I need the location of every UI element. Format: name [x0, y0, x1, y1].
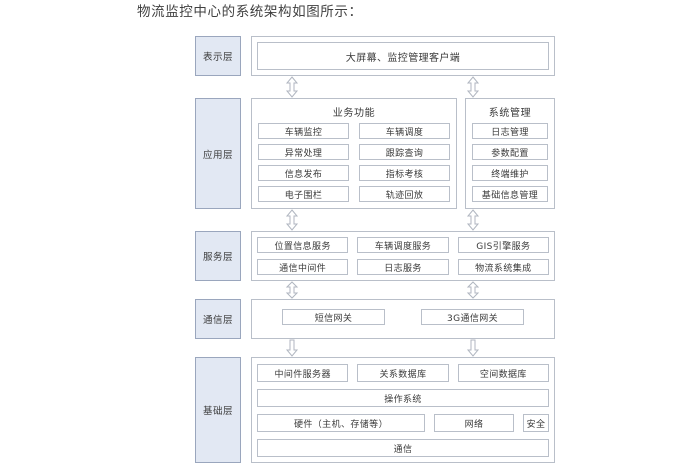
node-communication-middleware[interactable]: 通信中间件: [257, 259, 349, 275]
architecture-diagram: 表示层 大屏幕、监控管理客户端 应用层 业务功能 车辆监控 车辆调度: [195, 36, 555, 463]
node-logistics-system-integration[interactable]: 物流系统集成: [457, 259, 549, 275]
connector-group-application-service: [195, 209, 555, 231]
layer-presentation: 表示层 大屏幕、监控管理客户端: [195, 36, 555, 76]
node-track-playback[interactable]: 轨迹回放: [359, 186, 450, 202]
node-security[interactable]: 安全: [523, 414, 549, 432]
service-grid: 位置信息服务 车辆调度服务 GIS引擎服务 通信中间件 日志服务 物流系统集成: [257, 237, 549, 275]
node-relational-database[interactable]: 关系数据库: [357, 364, 449, 382]
layer-body-presentation: 大屏幕、监控管理客户端: [251, 36, 555, 76]
node-kpi-assessment[interactable]: 指标考核: [359, 165, 450, 181]
connector-group-communication-infrastructure: [195, 339, 555, 357]
node-communication-bottom[interactable]: 通信: [257, 439, 549, 457]
infra-row-communication-bottom: 通信: [257, 439, 549, 457]
node-spatial-database[interactable]: 空间数据库: [457, 364, 549, 382]
double-arrow-icon: [466, 76, 480, 98]
group-title-system-management: 系统管理: [488, 108, 532, 119]
page-title: 物流监控中心的系统架构如图所示：: [137, 4, 363, 20]
node-location-information-service[interactable]: 位置信息服务: [257, 237, 349, 253]
layer-communication: 通信层 短信网关 3G通信网关: [195, 299, 555, 339]
node-log-service[interactable]: 日志服务: [357, 259, 449, 275]
layer-body-infrastructure: 中间件服务器 关系数据库 空间数据库 操作系统 硬件（主机、存储等） 网络 安全…: [251, 357, 555, 463]
double-arrow-icon: [285, 209, 299, 231]
layer-label-communication: 通信层: [195, 299, 241, 339]
down-arrow-icon: [285, 339, 299, 357]
node-tracking-query[interactable]: 跟踪查询: [359, 144, 450, 160]
communication-grid: 短信网关 3G通信网关: [257, 309, 549, 325]
layer-label-presentation: 表示层: [195, 36, 241, 76]
layer-service: 服务层 位置信息服务 车辆调度服务 GIS引擎服务 通信中间件 日志服务 物流系…: [195, 231, 555, 281]
node-vehicle-dispatch[interactable]: 车辆调度: [359, 123, 450, 139]
group-title-business-functions: 业务功能: [332, 108, 376, 119]
layer-label-service: 服务层: [195, 231, 241, 281]
double-arrow-icon: [466, 281, 480, 299]
node-network[interactable]: 网络: [434, 414, 514, 432]
node-vehicle-monitoring[interactable]: 车辆监控: [258, 123, 349, 139]
layer-application: 应用层 业务功能 车辆监控 车辆调度 异常处理 跟踪查询 信息发布 指标考核 电…: [195, 98, 555, 209]
connector-group-presentation-application: [195, 76, 555, 98]
node-electronic-fence[interactable]: 电子围栏: [258, 186, 349, 202]
node-log-management[interactable]: 日志管理: [472, 123, 548, 139]
node-big-screen-client[interactable]: 大屏幕、监控管理客户端: [257, 42, 549, 70]
group-system-management: 系统管理 日志管理 参数配置 终端维护 基础信息管理: [465, 98, 555, 209]
node-operating-system[interactable]: 操作系统: [257, 389, 549, 407]
layer-label-infrastructure: 基础层: [195, 357, 241, 463]
layer-body-communication: 短信网关 3G通信网关: [251, 299, 555, 339]
node-exception-handling[interactable]: 异常处理: [258, 144, 349, 160]
node-gis-engine-service[interactable]: GIS引擎服务: [457, 237, 549, 253]
double-arrow-icon: [285, 76, 299, 98]
layer-body-service: 位置信息服务 车辆调度服务 GIS引擎服务 通信中间件 日志服务 物流系统集成: [251, 231, 555, 281]
node-vehicle-dispatch-service[interactable]: 车辆调度服务: [357, 237, 449, 253]
node-sms-gateway[interactable]: 短信网关: [282, 309, 385, 325]
double-arrow-icon: [466, 209, 480, 231]
node-terminal-maintenance[interactable]: 终端维护: [472, 165, 548, 181]
node-3g-communication-gateway[interactable]: 3G通信网关: [421, 309, 524, 325]
connector-group-service-communication: [195, 281, 555, 299]
double-arrow-icon: [285, 281, 299, 299]
layer-infrastructure: 基础层 中间件服务器 关系数据库 空间数据库 操作系统 硬件（主机、存储等） 网…: [195, 357, 555, 463]
group-business-functions: 业务功能 车辆监控 车辆调度 异常处理 跟踪查询 信息发布 指标考核 电子围栏 …: [251, 98, 457, 209]
down-arrow-icon: [466, 339, 480, 357]
node-basic-information-management[interactable]: 基础信息管理: [472, 186, 548, 202]
node-parameter-configuration[interactable]: 参数配置: [472, 144, 548, 160]
layer-body-application: 业务功能 车辆监控 车辆调度 异常处理 跟踪查询 信息发布 指标考核 电子围栏 …: [251, 98, 555, 209]
infra-row-servers: 中间件服务器 关系数据库 空间数据库: [257, 364, 549, 382]
business-functions-grid: 车辆监控 车辆调度 异常处理 跟踪查询 信息发布 指标考核 电子围栏 轨迹回放: [258, 123, 450, 202]
layer-label-application: 应用层: [195, 98, 241, 209]
node-hardware[interactable]: 硬件（主机、存储等）: [257, 414, 425, 432]
infra-row-operating-system: 操作系统: [257, 389, 549, 407]
system-management-grid: 日志管理 参数配置 终端维护 基础信息管理: [472, 123, 548, 202]
node-middleware-server[interactable]: 中间件服务器: [257, 364, 349, 382]
infra-row-hardware: 硬件（主机、存储等） 网络 安全: [257, 414, 549, 432]
node-information-publishing[interactable]: 信息发布: [258, 165, 349, 181]
